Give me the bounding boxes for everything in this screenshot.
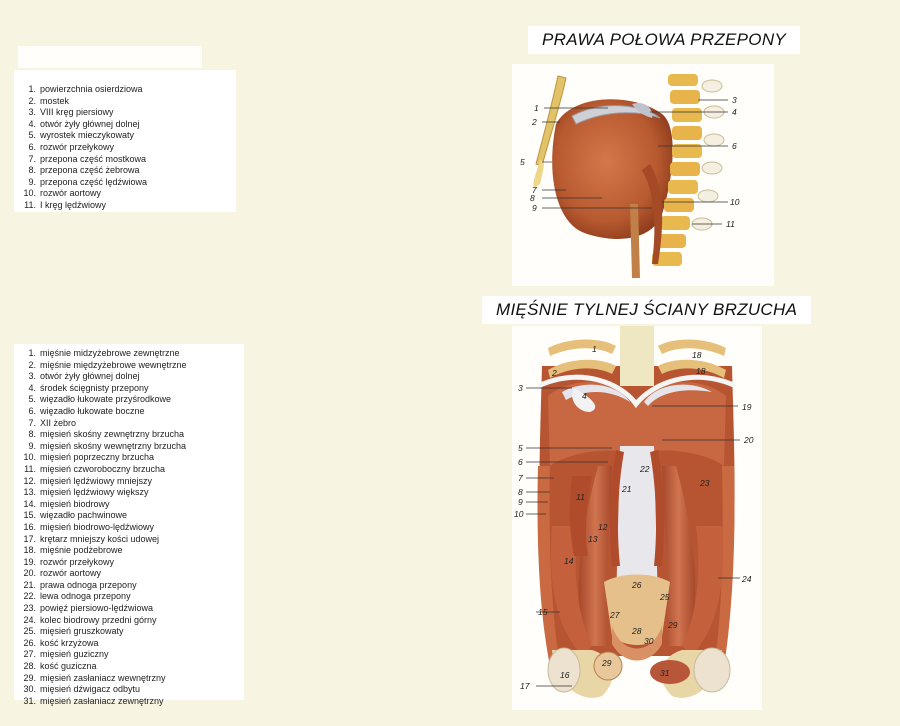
label-28: 28: [631, 626, 642, 636]
legend-item: 10.mięsień poprzeczny brzucha: [23, 452, 155, 463]
legend-item: 29.mięsień zasłaniacz wewnętrzny: [23, 672, 166, 683]
legend-item: 4.środek ścięgnisty przepony: [28, 382, 149, 393]
label-27: 27: [609, 610, 620, 620]
label-19: 19: [742, 402, 752, 412]
label-1: 1: [592, 344, 597, 354]
label-2: 2: [551, 368, 557, 378]
legend-item: 8.przepona część żebrowa: [28, 165, 140, 176]
label-26: 26: [631, 580, 642, 590]
label-20: 20: [743, 435, 754, 445]
label-29b: 29: [601, 658, 612, 668]
legend-item: 1.mięśnie midzyżebrowe zewnętrzne: [28, 348, 180, 358]
label-2: 2: [531, 117, 537, 127]
label-4: 4: [732, 107, 737, 117]
legend-item: 31.mięsień zasłaniacz zewnętrzny: [23, 695, 164, 706]
label-11: 11: [576, 492, 585, 502]
label-18b: 18: [696, 366, 706, 376]
legend-item: 8.mięsień skośny zewnętrzny brzucha: [28, 429, 185, 440]
label-11: 11: [726, 219, 735, 229]
legend-item: 30.mięsień dźwigacz odbytu: [23, 684, 141, 695]
label-10: 10: [514, 509, 524, 519]
diaphragm-illustration: 1 2 3 4 5 6 7 8 9 10 11: [520, 74, 740, 278]
legend-abdominal-wall: 1.mięśnie midzyżebrowe zewnętrzne 2.mięś…: [14, 344, 244, 706]
label-14: 14: [564, 556, 574, 566]
legend-item: 3.otwór żyły głównej dolnej: [28, 371, 140, 382]
label-1: 1: [534, 103, 539, 113]
legend-item: 11.I kręg lędźwiowy: [24, 199, 107, 210]
legend-item: 6.więzadło łukowate boczne: [28, 405, 145, 416]
legend-item: 2.mostek: [28, 95, 70, 106]
legend-item: 10.rozwór aortowy: [23, 188, 102, 199]
label-31: 31: [660, 668, 670, 678]
legend-item: 27.mięsień guziczny: [23, 649, 109, 660]
label-3: 3: [732, 95, 737, 105]
label-7: 7: [518, 473, 523, 483]
legend-item: 4.otwór żyły głównej dolnej: [28, 118, 140, 129]
legend-item: 7.XII żebro: [28, 417, 77, 428]
legend-item: 17.krętarz mniejszy kości udowej: [23, 533, 160, 544]
legend-diaphragm: 1.powierzchnia osierdziowa 2.mostek 3.VI…: [14, 70, 236, 212]
legend-item: 26.kość krzyżowa: [23, 637, 99, 648]
legend-item: 14.mięsień biodrowy: [23, 498, 110, 509]
legend-item: 18.mięśnie podżebrowe: [23, 545, 123, 556]
label-17: 17: [520, 681, 530, 691]
legend-item: 15.więzadło pachwinowe: [23, 510, 128, 521]
label-8: 8: [530, 193, 535, 203]
label-18: 18: [692, 350, 702, 360]
abdominal-wall-illustration: 1 2 3 4 5 6 7 8 9 10 11 12 13 14 15 16 1…: [514, 326, 754, 698]
legend-item: 11.mięsień czworoboczny brzucha: [24, 463, 166, 474]
legend-item: 6.rozwór przełykowy: [28, 141, 115, 152]
legend-item: 19.rozwór przełykowy: [23, 556, 115, 567]
label-9: 9: [532, 203, 537, 213]
legend-item: 1.powierzchnia osierdziowa: [28, 84, 143, 94]
legend-item: 5.wyrostek mieczykowaty: [28, 130, 135, 141]
label-5: 5: [518, 443, 523, 453]
label-24: 24: [741, 574, 752, 584]
label-5: 5: [520, 157, 525, 167]
label-16: 16: [560, 670, 570, 680]
legend-item: 23.powięź piersiowo-lędźwiowa: [23, 603, 154, 614]
legend-item: 2.mięśnie międzyżebrowe wewnętrzne: [28, 359, 187, 370]
legend-item: 28.kość guziczna: [23, 661, 97, 672]
legend-item: 13.mięsień lędźwiowy większy: [23, 487, 149, 498]
title-diaphragm: PRAWA POŁOWA PRZEPONY: [528, 26, 801, 54]
label-23: 23: [699, 478, 710, 488]
legend-item: 16.mięsień biodrowo-lędźwiowy: [23, 521, 155, 532]
label-15: 15: [538, 607, 548, 617]
label-3: 3: [518, 383, 523, 393]
label-8: 8: [518, 487, 523, 497]
legend-item: 9.przepona część lędźwiowa: [28, 176, 148, 187]
legend-item: 21.prawa odnoga przepony: [23, 579, 137, 590]
label-13: 13: [588, 534, 598, 544]
legend-item: 22.lewa odnoga przepony: [23, 591, 131, 602]
title-abdominal-wall: MIĘŚNIE TYLNEJ ŚCIANY BRZUCHA: [482, 296, 812, 324]
legend-item: 12.mięsień lędźwiowy mniejszy: [23, 475, 153, 486]
legend-item: 7.przepona część mostkowa: [28, 153, 147, 164]
header-strip: [18, 46, 202, 68]
legend-item: 24.kolec biodrowy przedni górny: [23, 614, 157, 625]
legend-item: 25.mięsień gruszkowaty: [23, 626, 124, 637]
label-9: 9: [518, 497, 523, 507]
label-29: 29: [667, 620, 678, 630]
label-4: 4: [582, 391, 587, 401]
legend-item: 20.rozwór aortowy: [23, 568, 102, 579]
label-12: 12: [598, 522, 608, 532]
legend-item: 5.więzadło łukowate przyśrodkowe: [28, 394, 172, 405]
label-30: 30: [644, 636, 654, 646]
label-7: 7: [532, 185, 537, 195]
label-6: 6: [518, 457, 523, 467]
legend-item: 3.VIII kręg piersiowy: [28, 107, 114, 118]
label-22: 22: [639, 464, 650, 474]
legend-item: 9.mięsień skośny wewnętrzny brzucha: [28, 440, 187, 451]
label-25: 25: [659, 592, 670, 602]
label-6: 6: [732, 141, 737, 151]
label-10: 10: [730, 197, 740, 207]
label-21: 21: [621, 484, 632, 494]
